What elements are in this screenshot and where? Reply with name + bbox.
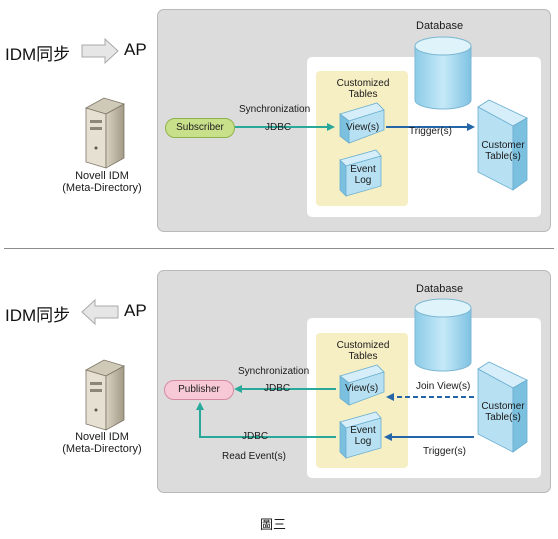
bottom-customer-table-label: Customer Table(s): [478, 401, 528, 423]
bottom-views-label: View(s): [345, 383, 379, 394]
top-customized-tables-label: Customized Tables: [322, 78, 404, 100]
bottom-event-log-prism-icon: [339, 411, 382, 459]
bottom-jdbc-label-2: JDBC: [242, 431, 269, 442]
bottom-server-line2: (Meta-Directory): [62, 443, 142, 455]
bottom-event-log-label: Event Log: [348, 425, 378, 447]
bottom-join-views-label: Join View(s): [416, 381, 471, 392]
top-customer-table-label: Customer Table(s): [478, 140, 528, 162]
bottom-jdbc-label-1: JDBC: [264, 383, 291, 394]
bottom-header-right: AP: [124, 301, 147, 320]
top-header-left: IDM同步: [5, 45, 71, 64]
bottom-server-icon: [84, 359, 126, 431]
top-sync-direction-arrow-icon: [81, 37, 119, 65]
bottom-customer-table-prism-icon: [477, 361, 528, 453]
top-header-right: AP: [124, 40, 147, 59]
bottom-database-label: Database: [416, 283, 464, 295]
top-customized-tables-line1: Customized: [336, 78, 390, 89]
bottom-header-left: IDM同步: [5, 306, 71, 325]
bottom-trigger-label: Trigger(s): [423, 446, 466, 457]
top-customer-table-line2: Table(s): [485, 151, 521, 162]
bottom-event-log-to-publisher-arrow: [196, 402, 336, 438]
top-customer-table-prism-icon: [477, 99, 528, 191]
bottom-sync-direction-arrow-icon: [81, 298, 119, 326]
top-server-label: Novell IDM (Meta-Directory): [40, 170, 164, 194]
top-server-line1: Novell IDM: [75, 170, 129, 182]
top-views-prism-icon: [339, 102, 385, 144]
bottom-read-events-label: Read Event(s): [222, 451, 286, 462]
bottom-customized-tables-label: Customized Tables: [322, 340, 404, 362]
bottom-event-log-line1: Event: [350, 425, 376, 436]
bottom-customer-table-line1: Customer: [481, 401, 525, 412]
top-server-icon: [84, 97, 126, 169]
top-event-log-line1: Event: [350, 164, 376, 175]
top-event-log-label: Event Log: [348, 164, 378, 186]
top-trigger-label: Trigger(s): [409, 126, 452, 137]
bottom-event-log-line2: Log: [354, 436, 372, 447]
bottom-database-cylinder-icon: [414, 298, 472, 372]
top-event-log-prism-icon: [339, 149, 382, 197]
bottom-server-line1: Novell IDM: [75, 431, 129, 443]
top-views-label: View(s): [346, 122, 380, 133]
top-database-cylinder-icon: [414, 36, 472, 110]
bottom-customized-tables-line2: Tables: [348, 351, 378, 362]
top-server-line2: (Meta-Directory): [62, 182, 142, 194]
top-subscriber-node: Subscriber: [165, 118, 235, 138]
figure-caption: 圖三: [260, 517, 287, 532]
top-customized-tables-line2: Tables: [348, 89, 378, 100]
top-jdbc-label: JDBC: [265, 122, 292, 133]
top-database-label: Database: [416, 20, 464, 32]
top-customer-table-line1: Customer: [481, 140, 525, 151]
bottom-server-label: Novell IDM (Meta-Directory): [40, 431, 164, 455]
bottom-sync-label: Synchronization: [238, 366, 310, 377]
bottom-customer-table-line2: Table(s): [485, 412, 521, 423]
section-divider: [4, 248, 554, 249]
top-event-log-line2: Log: [354, 175, 372, 186]
bottom-publisher-node: Publisher: [164, 380, 234, 400]
bottom-views-prism-icon: [339, 364, 385, 406]
bottom-customized-tables-line1: Customized: [336, 340, 390, 351]
top-sync-label: Synchronization: [239, 104, 311, 115]
